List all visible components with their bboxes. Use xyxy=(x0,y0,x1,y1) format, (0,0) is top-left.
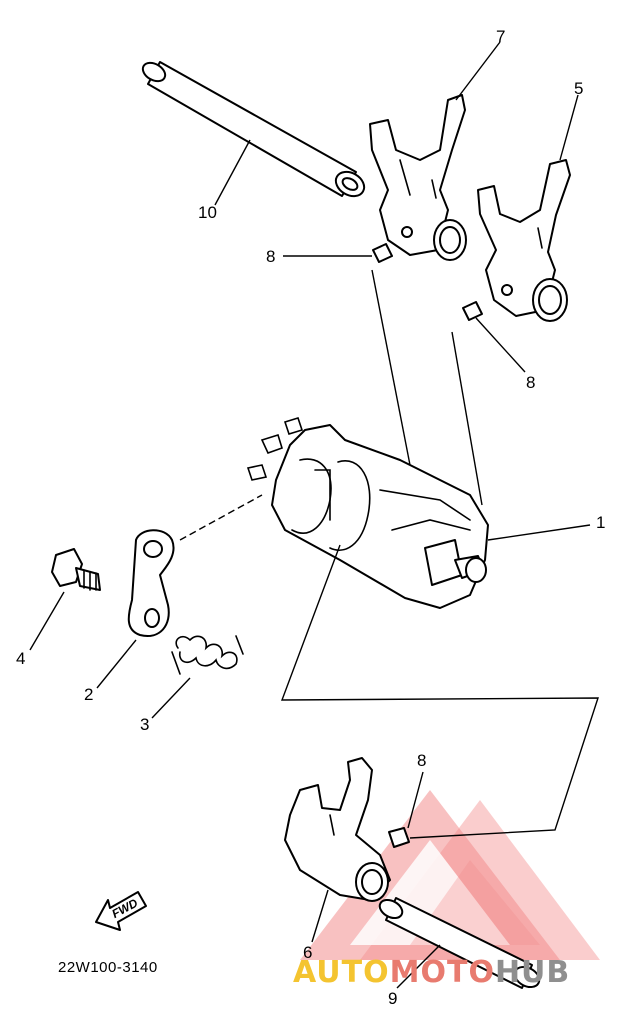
assembly-lines xyxy=(280,269,599,839)
part-2-stopper-lever xyxy=(127,529,175,637)
callout-1: 1 xyxy=(596,513,606,532)
watermark-part-moto: MOTO xyxy=(389,955,495,990)
callout-3: 3 xyxy=(140,715,150,734)
part-3-spring xyxy=(171,635,244,675)
callout-6: 6 xyxy=(303,943,313,962)
callout-4: 4 xyxy=(16,649,26,668)
callout-10: 10 xyxy=(198,203,217,222)
part-5-shift-fork xyxy=(477,159,571,322)
dashed-assembly-line xyxy=(179,494,263,541)
part-8-pin-upper-left xyxy=(372,243,393,263)
part-8-pin-upper-right xyxy=(462,301,483,321)
part-4-bolt xyxy=(51,548,101,591)
watermark-text: AUTOMOTOHUB xyxy=(293,955,570,990)
callout-7: 7 xyxy=(496,27,506,46)
callout-8-lower: 8 xyxy=(417,751,427,770)
watermark-part-auto: AUTO xyxy=(293,955,390,990)
callout-9: 9 xyxy=(388,989,398,1008)
part-10-shaft xyxy=(141,61,366,198)
callout-2: 2 xyxy=(84,685,94,704)
part-6-shift-fork xyxy=(284,757,391,902)
callout-5: 5 xyxy=(574,79,584,98)
fwd-arrow-icon xyxy=(95,891,147,931)
drawing-code: 22W100-3140 xyxy=(58,959,158,976)
callout-8-right: 8 xyxy=(526,373,536,392)
part-8-pin-lower xyxy=(388,827,410,848)
part-1-shift-cam xyxy=(246,417,489,609)
part-7-shift-fork xyxy=(369,94,467,261)
leader-lines xyxy=(29,41,591,989)
watermark-part-hub: HUB xyxy=(494,955,571,990)
callout-8-upper: 8 xyxy=(266,247,276,266)
part-9-shaft xyxy=(378,897,541,989)
